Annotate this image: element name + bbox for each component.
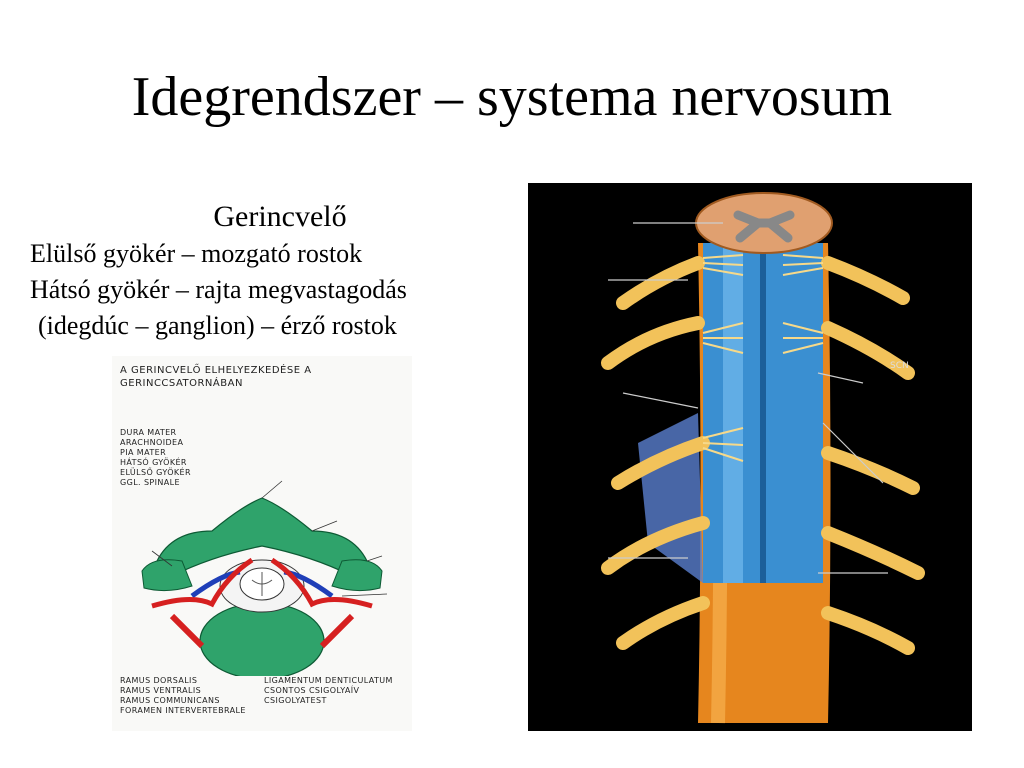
artery-branches xyxy=(169,613,355,649)
rootlet-fans xyxy=(702,254,824,462)
label-item: RAMUS DORSALIS xyxy=(120,676,198,685)
legend-item: ARACHNOIDEA xyxy=(120,438,184,447)
figure-bottom-left-labels: RAMUS DORSALIS RAMUS VENTRALIS RAMUS COM… xyxy=(120,676,246,716)
transverse-process-left xyxy=(141,559,193,592)
label-item: RAMUS VENTRALIS xyxy=(120,686,202,695)
cross-section-drawing xyxy=(141,480,388,676)
vertebral-arch xyxy=(156,497,368,577)
leader-lines xyxy=(608,222,888,574)
spinal-cord-drawing xyxy=(601,192,925,724)
spinal-cord-3d-figure: SCN xyxy=(528,183,972,731)
legend-item: PIA MATER xyxy=(120,448,167,457)
transverse-process-right xyxy=(331,559,383,592)
figure-caption: A GERINCVELŐ ELHELYEZKEDÉSE A GERINCCSAT… xyxy=(120,365,312,389)
legend-item: ELÜLSŐ GYÖKÉR xyxy=(120,468,191,477)
label-item: CSIGOLYATEST xyxy=(264,696,327,705)
grey-matter xyxy=(251,572,273,596)
label-item: LIGAMENTUM DENTICULATUM xyxy=(264,676,393,685)
text-line-anterior-root: Elülső gyökér – mozgató rostok xyxy=(30,239,363,268)
legend-item: HÁTSÓ GYÖKÉR xyxy=(120,458,187,467)
text-block: Gerincvelő Elülső gyökér – mozgató rosto… xyxy=(20,198,500,344)
label-scn: SCN xyxy=(890,361,909,371)
leader-lines xyxy=(151,480,388,597)
figure-bottom-right-labels: LIGAMENTUM DENTICULATUM CSONTOS CSIGOLYA… xyxy=(264,676,393,706)
slide-title: Idegrendszer – systema nervosum xyxy=(131,66,893,128)
text-line-ganglion: (idegdúc – ganglion) – érző rostok xyxy=(38,311,397,340)
median-fissure xyxy=(760,243,766,583)
artery-right xyxy=(270,557,373,609)
grey-matter-butterfly xyxy=(733,210,795,243)
subheading: Gerincvelő xyxy=(213,200,347,233)
legend-item: GGL. SPINALE xyxy=(120,478,180,487)
text-line-posterior-root: Hátsó gyökér – rajta megvastagodás xyxy=(30,275,407,304)
spinal-canal-cross-section-figure: A GERINCVELŐ ELHELYEZKEDÉSE A GERINCCSAT… xyxy=(112,356,412,731)
figure-legend: DURA MATER ARACHNOIDEA PIA MATER HÁTSÓ G… xyxy=(120,428,191,488)
artery-left xyxy=(151,557,254,609)
vertebral-body xyxy=(199,602,325,676)
label-item: RAMUS COMMUNICANS xyxy=(120,696,220,705)
label-item: FORAMEN INTERVERTEBRALE xyxy=(120,706,246,715)
legend-item: DURA MATER xyxy=(120,428,177,437)
label-item: CSONTOS CSIGOLYAÍV xyxy=(264,686,360,695)
cord-highlight xyxy=(723,243,743,583)
